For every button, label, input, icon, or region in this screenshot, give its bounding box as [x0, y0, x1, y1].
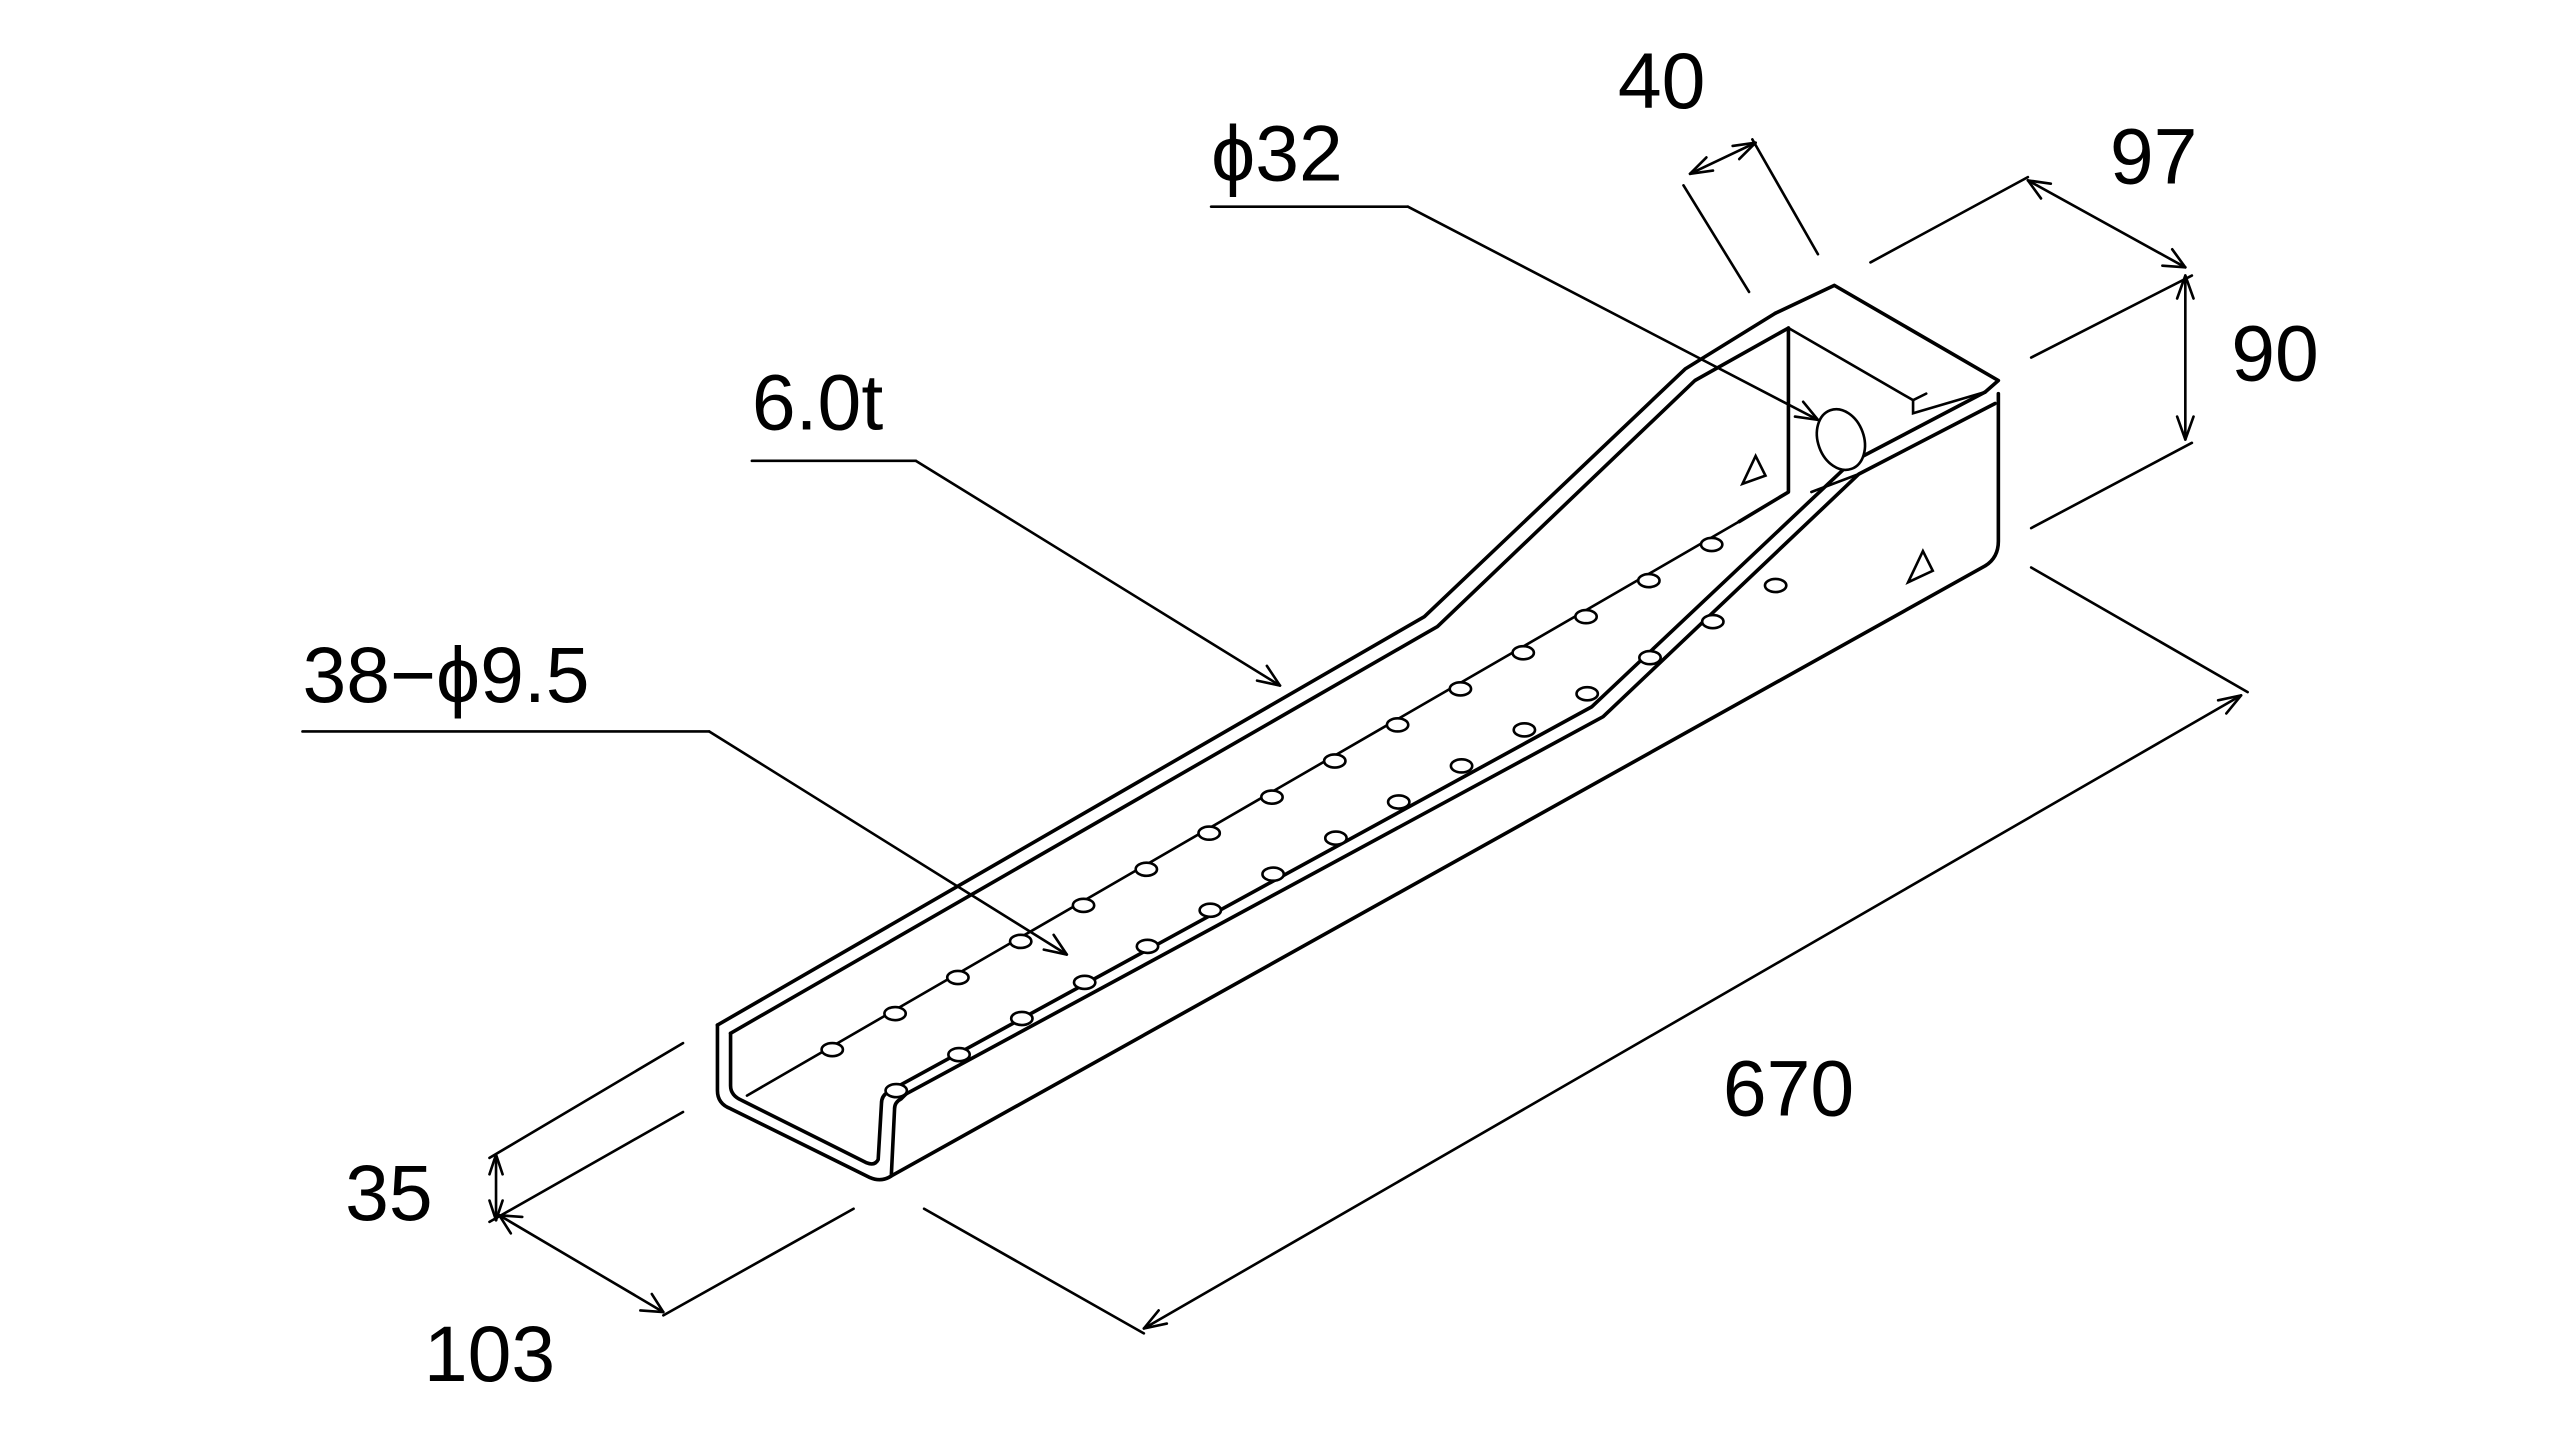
floor-inner-far [745, 520, 1741, 1097]
floor-hole [1763, 577, 1788, 594]
dim-97-arrow-b [2161, 247, 2187, 269]
end-box-face-2 [1911, 390, 1987, 416]
dim-40-ext-a [1682, 184, 1751, 294]
bore-hole [1815, 407, 1867, 472]
dim-90-arrow-b [2175, 415, 2195, 441]
dim-90-ext-b [2029, 441, 2194, 530]
floor-hole [1198, 902, 1223, 919]
floor-hole [1511, 644, 1536, 661]
floor-hole [1449, 758, 1474, 774]
leader-holes [707, 730, 1069, 956]
label-holes: 38−ϕ9.5 [303, 631, 590, 719]
dim-97-line [2026, 179, 2187, 269]
label-length: 670 [1723, 1044, 1854, 1132]
dim-670-ext-b [922, 1207, 1146, 1335]
dim-670-line [1142, 694, 2243, 1330]
floor-hole [1134, 861, 1159, 878]
dim-35-ext-b [488, 1110, 685, 1224]
far-wall-top-edge [715, 311, 1778, 1027]
leader-bore-arrow [1793, 400, 1820, 422]
label-depth-top: 97 [2110, 113, 2198, 201]
leader-bore [1406, 205, 1820, 422]
near-wall-top-edge [891, 390, 1988, 1091]
floor-hole [820, 1041, 845, 1058]
dim-35-ext-a [488, 1041, 685, 1160]
dim-103-ext-b [662, 1207, 855, 1317]
floor-hole [1385, 717, 1410, 733]
floor-hole [1448, 680, 1473, 697]
end-box [1773, 283, 2001, 394]
leader-thickness [914, 459, 1282, 687]
label-bore: ϕ32 [1211, 109, 1343, 197]
floor-hole [947, 1046, 972, 1063]
leader-thickness-arrow [1255, 664, 1282, 687]
floor-hole [1386, 794, 1411, 810]
label-height-top: 90 [2231, 310, 2319, 398]
floor-hole [1699, 536, 1724, 553]
floor-hole [1512, 721, 1537, 738]
floor-holes [820, 536, 1788, 1099]
dim-40-arrow-a [1688, 156, 1715, 176]
floor-hole [1072, 974, 1097, 991]
label-thickness: 6.0t [752, 359, 883, 447]
front-profile [715, 1023, 908, 1182]
floor-hole [1071, 897, 1096, 914]
side-slot-far [1739, 452, 1768, 487]
end-box-inner [1737, 326, 1791, 524]
floor-hole [1322, 753, 1347, 769]
dim-97-ext-b [2029, 274, 2194, 359]
end-box-face [1787, 326, 1928, 402]
dim-103-line [498, 1213, 665, 1314]
floor-hole [1575, 685, 1600, 702]
floor-hole [883, 1005, 908, 1022]
dim-97-arrow-a [2026, 179, 2053, 200]
label-width-top: 40 [1618, 37, 1706, 125]
leader-holes-arrow [1042, 933, 1069, 956]
dim-670-ext-a [2029, 566, 2249, 694]
leader-lines [301, 205, 1820, 956]
end-box-inner-side [1810, 472, 1861, 494]
label-height-bottom: 35 [345, 1149, 433, 1237]
dim-103-arrow-b [639, 1292, 665, 1314]
dim-90-arrow-a [2175, 274, 2195, 300]
channel-body [715, 283, 2001, 1182]
floor-hole [1197, 825, 1222, 842]
near-wall-top-edge-2 [904, 401, 1997, 1096]
dim-103-arrow-a [498, 1213, 524, 1235]
floor-hole [1135, 938, 1160, 955]
dim-97-ext-a [1869, 175, 2030, 264]
floor-hole [945, 969, 970, 986]
floor-hole [1008, 933, 1033, 950]
dim-35-arrow-a [488, 1153, 504, 1176]
dim-35-arrow-b [488, 1199, 504, 1222]
floor-hole [1636, 572, 1661, 589]
dimension-labels: 40 ϕ32 97 90 6.0t 38−ϕ9.5 670 35 103 [303, 37, 2319, 1398]
dimension-lines [488, 138, 2249, 1335]
side-slot-near [1905, 548, 1935, 585]
floor-hole [1700, 613, 1725, 630]
floor-hole [1323, 830, 1348, 846]
dim-40-line [1688, 141, 1757, 176]
front-profile-inner [728, 1031, 895, 1166]
floor-hole [1574, 608, 1599, 625]
floor-hole [884, 1082, 909, 1099]
dim-40-ext-b [1751, 138, 1820, 256]
floor-hole [1259, 789, 1284, 805]
floor-hole [1638, 649, 1662, 666]
floor-hole [1261, 866, 1286, 883]
far-wall-inner-edge [728, 326, 1791, 1036]
dim-40-arrow-b [1731, 141, 1757, 161]
dim-670-arrow-a [2216, 694, 2243, 715]
dim-670-arrow-b [1142, 1309, 1169, 1330]
label-width-bottom: 103 [424, 1310, 555, 1398]
floor-hole [1009, 1010, 1034, 1027]
channel-bottom-edge [889, 391, 2001, 1178]
